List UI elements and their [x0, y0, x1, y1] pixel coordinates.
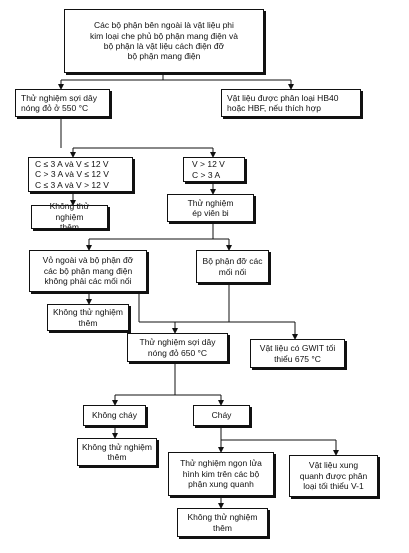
enclosure-support-box: Vỏ ngoài và bộ phận đỡ các bộ phận mang … [29, 250, 147, 292]
condition-low-box: C ≤ 3 A và V ≤ 12 V C > 3 A và V ≤ 12 V … [28, 157, 133, 192]
burning-box: Cháy [193, 405, 250, 426]
no-further-test-box-1: Không thử nghiệm thêm [31, 201, 108, 232]
v1-material-box: Vật liệu xung quanh được phân loại tối t… [289, 455, 378, 497]
connection-support-box: Bộ phận đỡ các mối nối [196, 250, 269, 283]
ball-pressure-test-box: Thử nghiệm ép viên bi [167, 194, 254, 222]
hb40-material-box: Vật liệu được phân loại HB40 hoặc HBF, n… [221, 89, 361, 117]
no-further-test-box-3: Không thử nghiệm thêm [77, 438, 157, 466]
root-box: Các bộ phận bên ngoài là vật liệu phi ki… [64, 9, 264, 73]
glow-wire-550-box: Thử nghiệm sợi dây nóng đỏ ở 550 °C [15, 89, 110, 117]
condition-high-box: V > 12 V C > 3 A [183, 157, 245, 182]
glow-wire-650-box: Thử nghiệm sợi dây nóng đỏ 650 °C [127, 333, 228, 362]
gwit-675-box: Vật liệu có GWIT tối thiểu 675 °C [250, 339, 345, 368]
no-further-test-box-2: Không thử nghiệm thêm [47, 304, 129, 331]
needle-flame-test-box: Thử nghiệm ngọn lửa hình kim trên các bộ… [168, 452, 274, 496]
no-further-test-box-4: Không thử nghiệm thêm [177, 508, 268, 537]
not-burning-box: Không cháy [83, 405, 146, 426]
